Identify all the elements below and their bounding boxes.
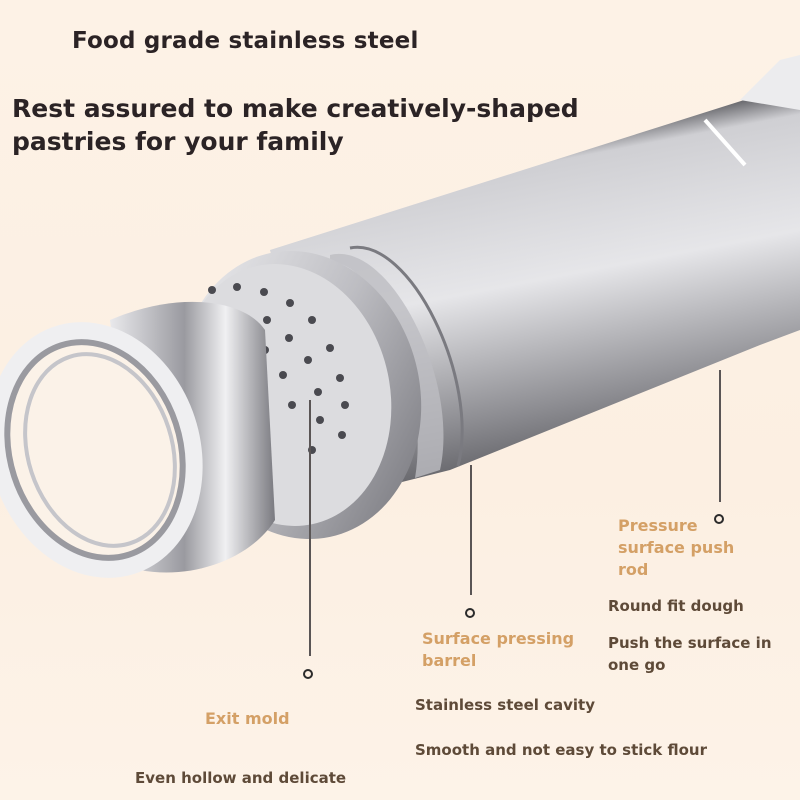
callout-label-barrel: Surface pressing barrel <box>422 629 575 670</box>
callout-desc-push-rod-2: Push the surface in one go <box>608 634 772 674</box>
subheadline: Rest assured to make creatively-shaped p… <box>12 94 579 156</box>
headline: Food grade stainless steel <box>72 28 419 54</box>
leader-line-barrel <box>470 465 472 595</box>
callout-desc-exit-mold: Even hollow and delicate <box>135 769 347 787</box>
leader-line-exit-mold <box>309 400 311 656</box>
callout-desc-push-rod-1: Round fit dough <box>608 597 744 615</box>
callout-desc-barrel-1: Stainless steel cavity <box>415 696 595 714</box>
callout-label-exit-mold: Exit mold <box>205 709 290 728</box>
callout-desc-barrel-2: Smooth and not easy to stick flour <box>415 741 708 759</box>
callout-dot-push-rod <box>714 514 724 524</box>
callout-label-push-rod: Pressure surface push rod <box>618 516 735 579</box>
callout-dot-exit-mold <box>303 669 313 679</box>
callout-dot-barrel <box>465 608 475 618</box>
leader-line-push-rod <box>719 370 721 502</box>
end-cap-ring <box>0 301 275 578</box>
